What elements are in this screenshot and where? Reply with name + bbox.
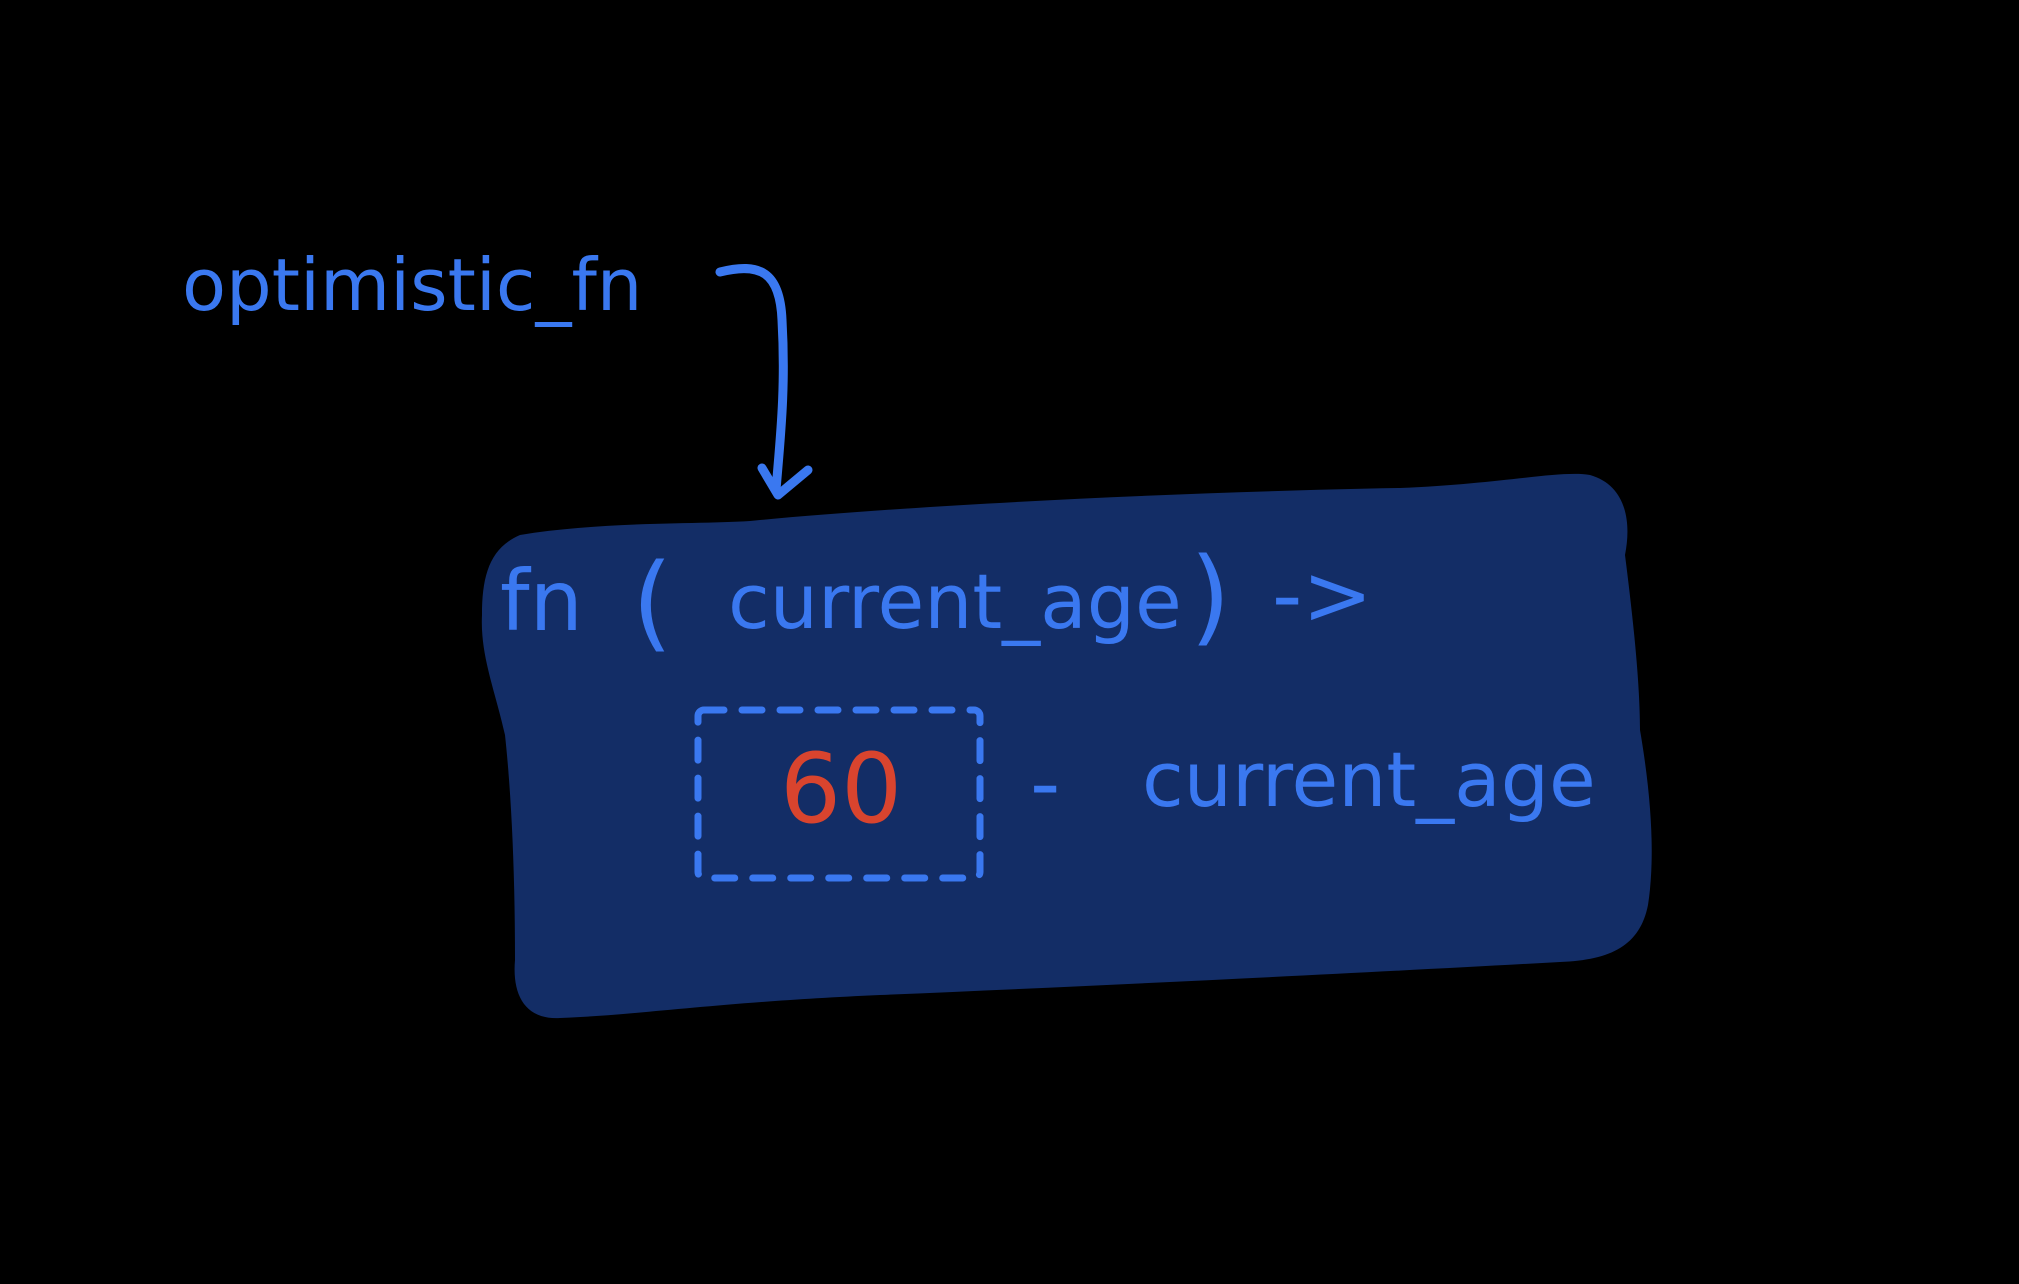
pointer-arrow-head [757,463,813,500]
close-paren: ) [1190,535,1231,657]
fn-keyword: fn [500,552,583,650]
constant-value: 60 [780,733,902,845]
param-current-age: current_age [728,557,1182,646]
pointer-arrow-line [715,264,788,495]
function-body-blob [481,473,1652,1019]
function-name-label: optimistic_fn [182,243,642,327]
open-paren: ( [632,541,673,663]
constant-placeholder-box [694,706,984,882]
minus-operator: - [1030,734,1060,832]
return-arrow: -> [1272,546,1373,644]
operand-current-age: current_age [1142,735,1596,824]
